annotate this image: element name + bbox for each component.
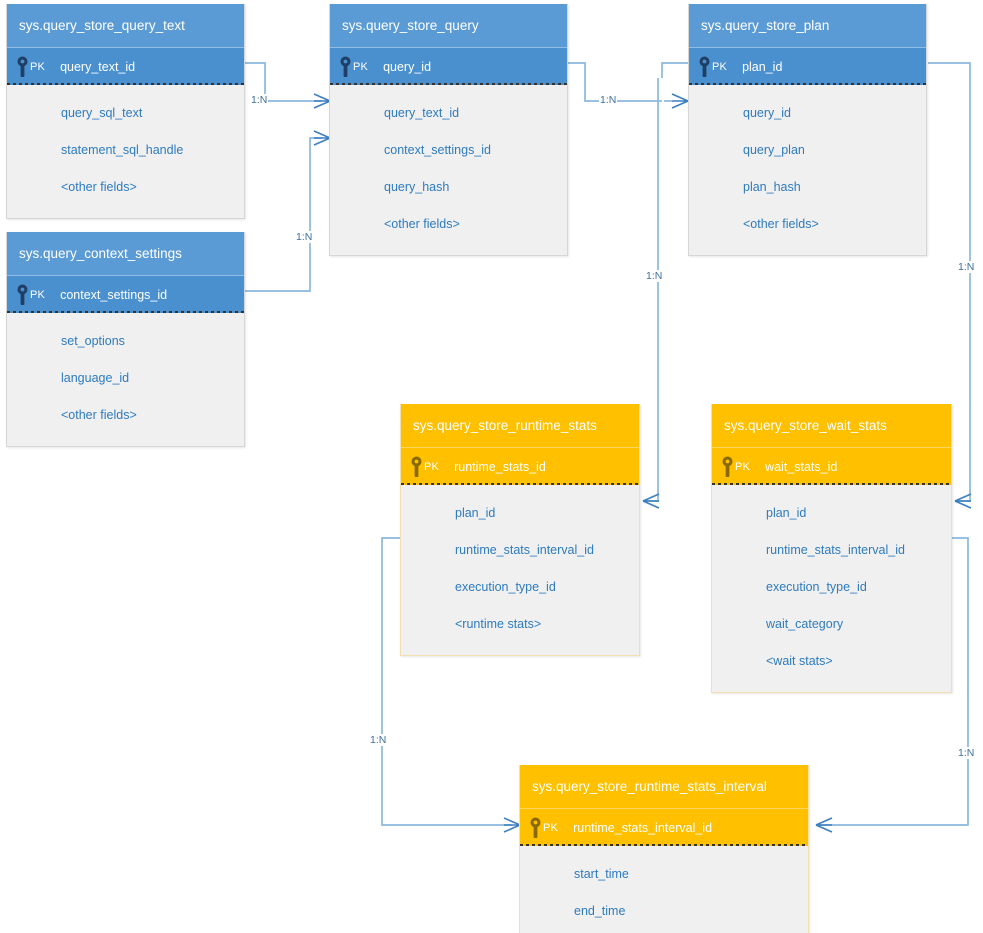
pk-label: PK: [735, 460, 751, 473]
entity-title: sys.query_store_runtime_stats_interval: [520, 765, 808, 809]
entity-field: plan_id: [455, 506, 496, 520]
entity-field: end_time: [574, 904, 626, 918]
entity-field-list: query_sql_text statement_sql_handle <oth…: [7, 85, 244, 218]
entity-field: execution_type_id: [766, 580, 867, 594]
entity-field: <other fields>: [61, 180, 137, 194]
cardinality-label: 1:N: [957, 747, 976, 759]
entity-field: <wait stats>: [766, 654, 833, 668]
entity-primary-key-row[interactable]: PK wait_stats_id: [712, 448, 951, 485]
entity-title: sys.query_store_query: [330, 4, 567, 48]
entity-field-list: query_id query_plan plan_hash <other fie…: [689, 85, 926, 255]
entity-field: plan_id: [766, 506, 807, 520]
pk-field-name: query_id: [383, 59, 432, 74]
entity-field: context_settings_id: [384, 143, 492, 157]
cardinality-label: 1:N: [599, 94, 618, 106]
pk-label: PK: [543, 821, 559, 834]
pk-field-name: query_text_id: [60, 59, 136, 74]
entity-field: <runtime stats>: [455, 617, 542, 631]
entity-query-store-query[interactable]: sys.query_store_query PK query_id query_…: [329, 4, 568, 256]
pk-label: PK: [30, 60, 46, 73]
entity-field-list: query_text_id context_settings_id query_…: [330, 85, 567, 255]
key-icon: [17, 56, 28, 77]
entity-query-store-plan[interactable]: sys.query_store_plan PK plan_id query_id…: [688, 4, 927, 256]
entity-field-list: start_time end_time: [520, 846, 808, 933]
cardinality-label: 1:N: [369, 734, 388, 746]
entity-field: <other fields>: [384, 217, 460, 231]
pk-field-name: context_settings_id: [60, 287, 168, 302]
entity-title: sys.query_store_wait_stats: [712, 404, 951, 448]
entity-field: set_options: [61, 334, 125, 348]
entity-query-store-wait-stats[interactable]: sys.query_store_wait_stats PK wait_stats…: [711, 404, 952, 693]
entity-field: <other fields>: [61, 408, 137, 422]
cardinality-label: 1:N: [295, 231, 314, 243]
entity-field: start_time: [574, 867, 629, 881]
cardinality-label: 1:N: [957, 261, 976, 273]
entity-title: sys.query_store_query_text: [7, 4, 244, 48]
entity-field: query_id: [743, 106, 791, 120]
entity-field: plan_hash: [743, 180, 801, 194]
pk-label: PK: [353, 60, 369, 73]
cardinality-label: 1:N: [250, 94, 269, 106]
entity-primary-key-row[interactable]: PK query_id: [330, 48, 567, 85]
key-icon: [17, 284, 28, 305]
entity-field: runtime_stats_interval_id: [455, 543, 594, 557]
key-icon: [699, 56, 710, 77]
entity-field: runtime_stats_interval_id: [766, 543, 905, 557]
key-icon: [340, 56, 351, 77]
entity-query-store-runtime-stats-interval[interactable]: sys.query_store_runtime_stats_interval P…: [519, 765, 809, 933]
key-icon: [722, 456, 733, 477]
pk-field-name: runtime_stats_interval_id: [573, 820, 713, 835]
cardinality-label: 1:N: [645, 270, 664, 282]
entity-primary-key-row[interactable]: PK runtime_stats_id: [401, 448, 639, 485]
entity-field: statement_sql_handle: [61, 143, 184, 157]
entity-primary-key-row[interactable]: PK context_settings_id: [7, 276, 244, 313]
pk-label: PK: [30, 288, 46, 301]
relationship-query-to-plan: [568, 62, 689, 109]
entity-field: execution_type_id: [455, 580, 556, 594]
pk-field-name: wait_stats_id: [765, 459, 838, 474]
relationship-plan-to-runtime-stats: [642, 62, 688, 509]
entity-field-list: plan_id runtime_stats_interval_id execut…: [712, 485, 951, 692]
entity-query-context-settings[interactable]: sys.query_context_settings PK context_se…: [6, 232, 245, 447]
entity-field: query_text_id: [384, 106, 460, 120]
key-icon: [530, 817, 541, 838]
entity-primary-key-row[interactable]: PK plan_id: [689, 48, 926, 85]
entity-field: <other fields>: [743, 217, 819, 231]
pk-field-name: plan_id: [742, 59, 783, 74]
entity-field: language_id: [61, 371, 130, 385]
pk-field-name: runtime_stats_id: [454, 459, 546, 474]
entity-title: sys.query_store_plan: [689, 4, 926, 48]
entity-field: query_sql_text: [61, 106, 143, 120]
entity-primary-key-row[interactable]: PK runtime_stats_interval_id: [520, 809, 808, 846]
entity-field-list: set_options language_id <other fields>: [7, 313, 244, 446]
entity-field: wait_category: [766, 617, 844, 631]
pk-label: PK: [712, 60, 728, 73]
pk-label: PK: [424, 460, 440, 473]
entity-field-list: plan_id runtime_stats_interval_id execut…: [401, 485, 639, 655]
entity-title: sys.query_store_runtime_stats: [401, 404, 639, 448]
entity-field: query_plan: [743, 143, 805, 157]
key-icon: [411, 456, 422, 477]
entity-title: sys.query_context_settings: [7, 232, 244, 276]
entity-query-store-query-text[interactable]: sys.query_store_query_text PK query_text…: [6, 4, 245, 219]
entity-primary-key-row[interactable]: PK query_text_id: [7, 48, 244, 85]
relationship-context-settings-to-query: [245, 130, 331, 292]
entity-query-store-runtime-stats[interactable]: sys.query_store_runtime_stats PK runtime…: [400, 404, 640, 656]
entity-field: query_hash: [384, 180, 450, 194]
